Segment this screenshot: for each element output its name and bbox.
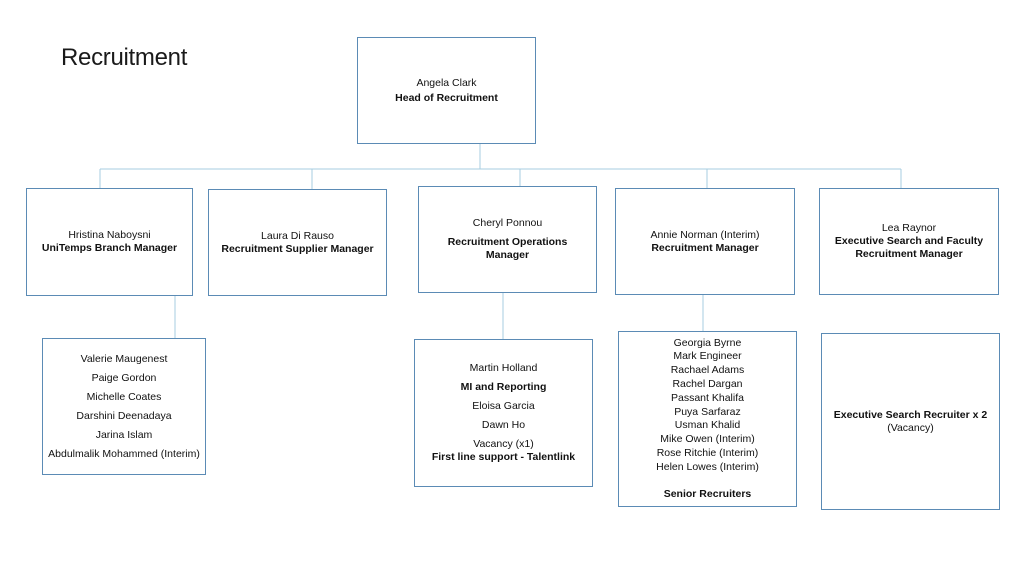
team-member: MI and Reporting — [460, 381, 547, 393]
manager-box-supplier: Laura Di Rauso Recruitment Supplier Mana… — [208, 189, 387, 296]
manager-role: Executive Search and Faculty Recruitment… — [834, 235, 984, 260]
team-member: Vacancy (x1) — [473, 438, 534, 450]
manager-role: UniTemps Branch Manager — [41, 242, 178, 254]
team-member: Jarina Islam — [95, 428, 153, 441]
manager-name: Hristina Naboysni — [68, 229, 151, 241]
manager-name: Cheryl Ponnou — [472, 217, 543, 229]
team-member: Helen Lowes (Interim) — [656, 460, 759, 473]
team-member: Puya Sarfaraz — [674, 405, 741, 418]
executive-recruiter-note: (Vacancy) — [887, 421, 934, 434]
team-box-executive: Executive Search Recruiter x 2 (Vacancy) — [821, 333, 1000, 510]
manager-box-recruitment: Annie Norman (Interim) Recruitment Manag… — [615, 188, 795, 295]
manager-name: Lea Raynor — [881, 222, 937, 234]
head-of-recruitment-box: Angela Clark Head of Recruitment — [357, 37, 536, 144]
manager-name: Annie Norman (Interim) — [650, 228, 760, 241]
team-member: Mike Owen (Interim) — [660, 433, 755, 446]
executive-recruiter-role: Executive Search Recruiter x 2 — [833, 408, 988, 421]
team-member: Rose Ritchie (Interim) — [656, 446, 759, 459]
team-member: Usman Khalid — [674, 419, 741, 432]
team-member: Valerie Maugenest — [80, 352, 168, 365]
manager-box-executive: Lea Raynor Executive Search and Faculty … — [819, 188, 999, 295]
team-member: Eloisa Garcia — [472, 400, 535, 412]
head-role: Head of Recruitment — [395, 91, 498, 104]
team-member: Georgia Byrne — [673, 336, 742, 349]
team-member: First line support - Talentlink — [431, 451, 576, 463]
manager-name: Laura Di Rauso — [261, 229, 334, 242]
team-member: Abdulmalik Mohammed (Interim) — [48, 447, 200, 460]
team-member: Michelle Coates — [86, 390, 162, 403]
page-title: Recruitment — [61, 44, 188, 71]
team-member: Mark Engineer — [673, 350, 742, 363]
manager-box-operations: Cheryl Ponnou Recruitment Operations Man… — [418, 186, 597, 293]
head-name: Angela Clark — [416, 76, 477, 89]
team-member: Darshini Deenadaya — [76, 409, 172, 422]
team-member: Martin Holland — [469, 362, 538, 374]
manager-role: Recruitment Operations Manager — [447, 236, 568, 261]
team-member: Dawn Ho — [481, 419, 526, 431]
senior-recruiters-label: Senior Recruiters — [663, 488, 752, 501]
manager-box-unitemps: Hristina Naboysni UniTemps Branch Manage… — [26, 188, 193, 296]
team-member: Paige Gordon — [91, 371, 157, 384]
team-member: Rachel Dargan — [672, 377, 743, 390]
team-member: Rachael Adams — [670, 364, 745, 377]
team-member: Passant Khalifa — [671, 391, 744, 404]
manager-role: Recruitment Manager — [651, 241, 759, 254]
manager-role: Recruitment Supplier Manager — [221, 242, 374, 255]
